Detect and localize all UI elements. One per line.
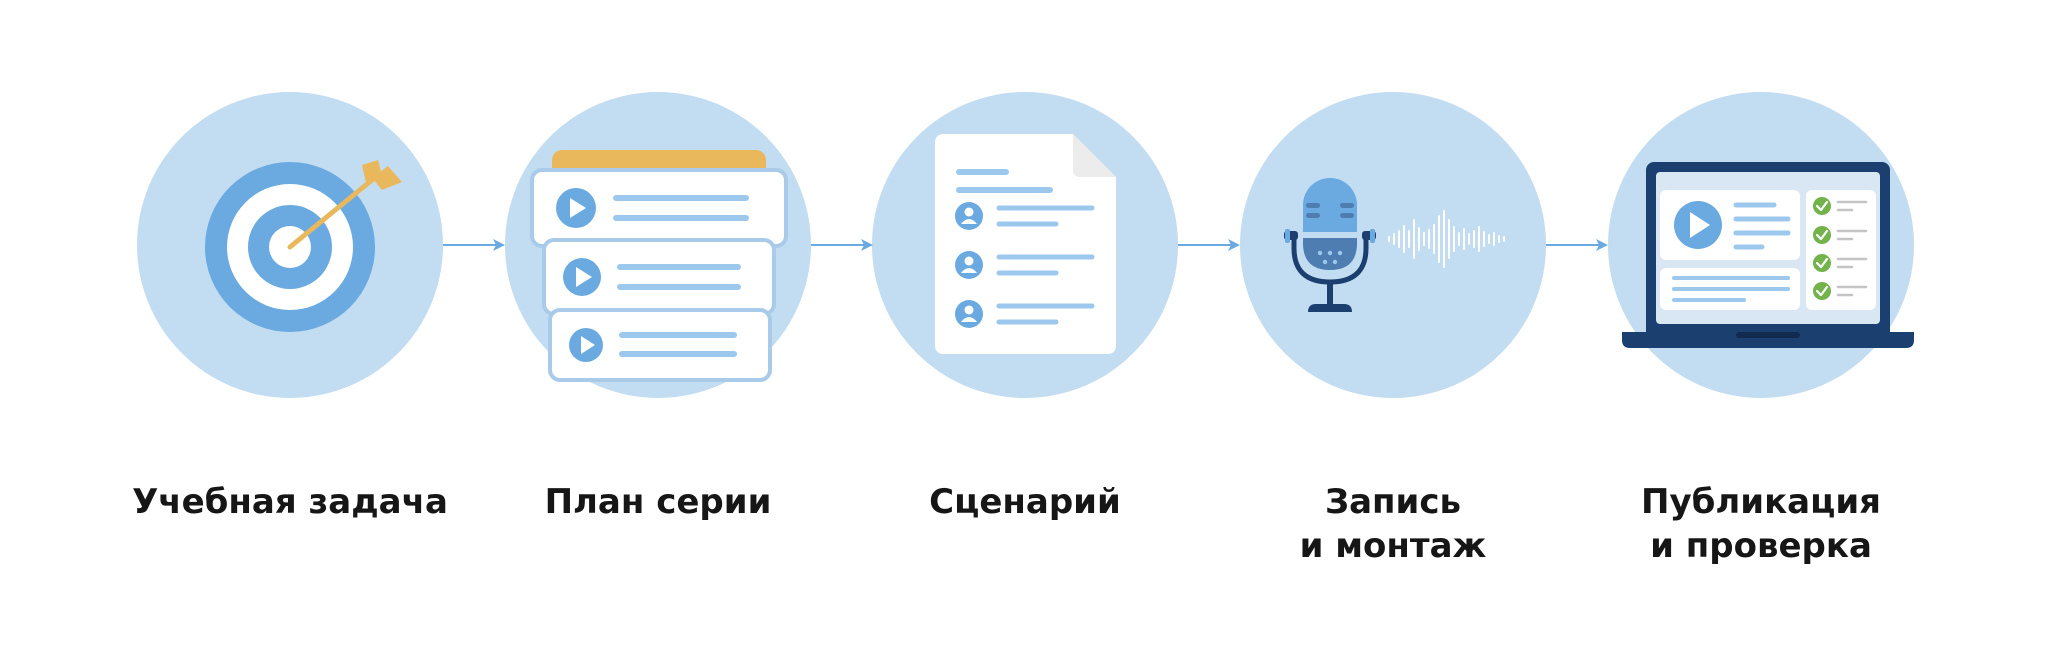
step-5-label-line1: Публикация: [1641, 482, 1881, 522]
target-arrow-icon: [205, 160, 402, 332]
step-5-label-line2: и проверка: [1650, 526, 1872, 566]
step-2-label-line1: План серии: [544, 482, 772, 522]
step-4-circle: [1240, 92, 1546, 398]
step-5-label: Публикация и проверка: [1571, 480, 1951, 568]
step-4-label: Запись и монтаж: [1203, 480, 1583, 568]
laptop-checklist-icon: [1622, 162, 1914, 348]
step-1-label-line1: Учебная задача: [132, 482, 448, 522]
video-plan-cards-icon: [530, 150, 788, 382]
sound-wave: [1388, 210, 1505, 268]
step-3-label: Сценарий: [835, 480, 1215, 524]
step-3-label-line1: Сценарий: [929, 482, 1121, 522]
step-1-label: Учебная задача: [100, 480, 480, 524]
microphone-soundwave-icon: [1284, 178, 1505, 312]
step-4-label-line2: и монтаж: [1299, 526, 1487, 566]
script-document-icon: [935, 134, 1116, 354]
step-4-label-line1: Запись: [1324, 482, 1462, 522]
step-2-label: План серии: [468, 480, 848, 524]
